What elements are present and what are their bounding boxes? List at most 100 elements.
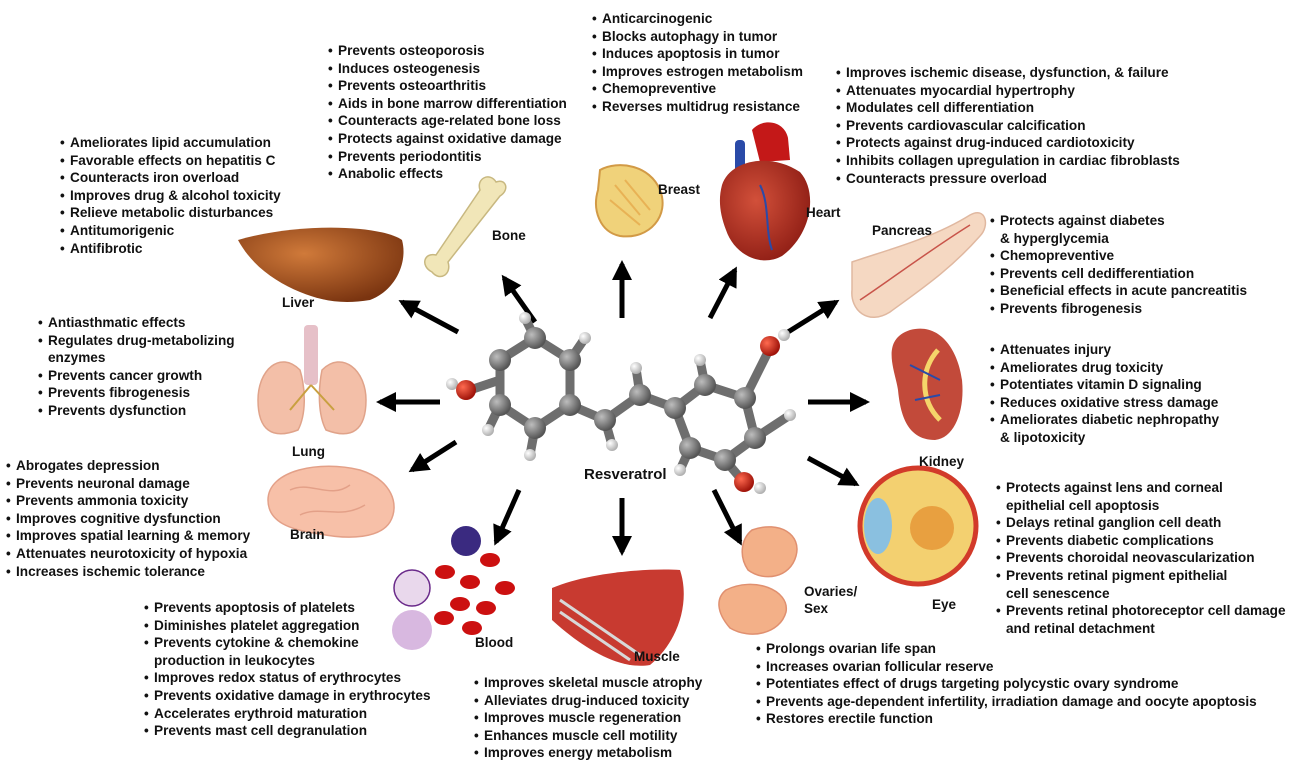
list-item: Prevents dysfunction — [38, 402, 235, 420]
kidney-label: Kidney — [919, 454, 964, 469]
arrow-pancreas — [788, 302, 836, 332]
list-item: Abrogates depression — [6, 457, 250, 475]
list-item: Increases ischemic tolerance — [6, 563, 250, 581]
list-item: Induces apoptosis in tumor — [592, 45, 803, 63]
list-item-continuation: & hyperglycemia — [990, 230, 1247, 248]
list-item: Blocks autophagy in tumor — [592, 28, 803, 46]
list-item: Prevents diabetic complications — [996, 532, 1286, 550]
list-item: Prevents age-dependent infertility, irra… — [756, 693, 1257, 711]
list-item: Counteracts age-related bone loss — [328, 112, 567, 130]
list-item: Attenuates myocardial hypertrophy — [836, 82, 1180, 100]
list-item: Improves skeletal muscle atrophy — [474, 674, 702, 692]
list-item: Inhibits collagen upregulation in cardia… — [836, 152, 1180, 170]
list-item: Improves redox status of erythrocytes — [144, 669, 431, 687]
bone-effects: Prevents osteoporosis Induces osteogenes… — [328, 42, 567, 183]
list-item: Attenuates neurotoxicity of hypoxia — [6, 545, 250, 563]
list-item: Improves spatial learning & memory — [6, 527, 250, 545]
list-item: Modulates cell differentiation — [836, 99, 1180, 117]
ovaries-label-line1: Ovaries/ — [804, 583, 857, 600]
list-item: Antitumorigenic — [60, 222, 281, 240]
list-item: Prevents osteoporosis — [328, 42, 567, 60]
liver-label: Liver — [282, 295, 314, 310]
arrow-eye — [808, 458, 856, 484]
list-item: Diminishes platelet aggregation — [144, 617, 431, 635]
lung-effects: Antiasthmatic effects Regulates drug-met… — [38, 314, 235, 420]
arrow-heart — [710, 270, 735, 318]
list-item: Improves energy metabolism — [474, 744, 702, 762]
list-item: Counteracts iron overload — [60, 169, 281, 187]
arrow-brain — [412, 442, 456, 470]
list-item: Chemopreventive — [990, 247, 1247, 265]
list-item: Favorable effects on hepatitis C — [60, 152, 281, 170]
list-item: Prevents apoptosis of platelets — [144, 599, 431, 617]
list-item: Prevents cytokine & chemokine — [144, 634, 431, 652]
ovaries-label: Ovaries/ Sex — [804, 583, 857, 617]
list-item: Prevents choroidal neovascularization — [996, 549, 1286, 567]
list-item: Aids in bone marrow differentiation — [328, 95, 567, 113]
list-item: Prevents periodontitis — [328, 148, 567, 166]
bone-image — [425, 177, 506, 277]
liver-effects: Ameliorates lipid accumulation Favorable… — [60, 134, 281, 257]
breast-label: Breast — [658, 182, 700, 197]
list-item: Delays retinal ganglion cell death — [996, 514, 1286, 532]
list-item: Prevents mast cell degranulation — [144, 722, 431, 740]
list-item: Protects against drug-induced cardiotoxi… — [836, 134, 1180, 152]
brain-label: Brain — [290, 527, 325, 542]
heart-image — [720, 122, 810, 260]
list-item: Regulates drug-metabolizing — [38, 332, 235, 350]
list-item: Prevents cell dedifferentiation — [990, 265, 1247, 283]
blood-effects: Prevents apoptosis of platelets Diminish… — [144, 599, 431, 740]
list-item: Protects against diabetes — [990, 212, 1247, 230]
list-item: Antifibrotic — [60, 240, 281, 258]
brain-image — [268, 466, 394, 537]
pancreas-label: Pancreas — [872, 223, 932, 238]
list-item-continuation: & lipotoxicity — [990, 429, 1219, 447]
list-item-continuation: enzymes — [38, 349, 235, 367]
list-item: Anabolic effects — [328, 165, 567, 183]
list-item: Prolongs ovarian life span — [756, 640, 1257, 658]
kidney-image — [892, 329, 963, 440]
kidney-effects: Attenuates injury Ameliorates drug toxic… — [990, 341, 1219, 447]
list-item: Improves muscle regeneration — [474, 709, 702, 727]
list-item: Improves ischemic disease, dysfunction, … — [836, 64, 1180, 82]
pancreas-effects: Protects against diabetes & hyperglycemi… — [990, 212, 1247, 318]
center-label: Resveratrol — [584, 466, 667, 483]
eye-effects: Protects against lens and corneal epithe… — [996, 479, 1286, 637]
muscle-label: Muscle — [634, 649, 680, 664]
list-item: Prevents retinal photoreceptor cell dama… — [996, 602, 1286, 620]
lung-image — [258, 325, 366, 434]
lung-label: Lung — [292, 444, 325, 459]
list-item: Reduces oxidative stress damage — [990, 394, 1219, 412]
ovaries-image — [719, 527, 797, 634]
list-item: Prevents fibrogenesis — [990, 300, 1247, 318]
list-item: Counteracts pressure overload — [836, 170, 1180, 188]
breast-effects: Anticarcinogenic Blocks autophagy in tum… — [592, 10, 803, 116]
list-item: Improves drug & alcohol toxicity — [60, 187, 281, 205]
list-item: Induces osteogenesis — [328, 60, 567, 78]
list-item: Antiasthmatic effects — [38, 314, 235, 332]
list-item: Protects against lens and corneal — [996, 479, 1286, 497]
brain-effects: Abrogates depression Prevents neuronal d… — [6, 457, 250, 580]
list-item: Anticarcinogenic — [592, 10, 803, 28]
list-item: Relieve metabolic disturbances — [60, 204, 281, 222]
list-item: Restores erectile function — [756, 710, 1257, 728]
list-item-continuation: production in leukocytes — [144, 652, 431, 670]
list-item: Beneficial effects in acute pancreatitis — [990, 282, 1247, 300]
list-item: Prevents oxidative damage in erythrocyte… — [144, 687, 431, 705]
eye-label: Eye — [932, 597, 956, 612]
list-item: Chemopreventive — [592, 80, 803, 98]
eye-image — [860, 468, 976, 584]
muscle-effects: Improves skeletal muscle atrophy Allevia… — [474, 674, 702, 762]
list-item: Increases ovarian follicular reserve — [756, 658, 1257, 676]
list-item: Prevents retinal pigment epithelial — [996, 567, 1286, 585]
list-item-continuation: and retinal detachment — [996, 620, 1286, 638]
heart-effects: Improves ischemic disease, dysfunction, … — [836, 64, 1180, 187]
list-item: Enhances muscle cell motility — [474, 727, 702, 745]
blood-label: Blood — [475, 635, 513, 650]
list-item: Protects against oxidative damage — [328, 130, 567, 148]
list-item-continuation: cell senescence — [996, 585, 1286, 603]
list-item: Prevents fibrogenesis — [38, 384, 235, 402]
list-item: Ameliorates drug toxicity — [990, 359, 1219, 377]
list-item: Ameliorates diabetic nephropathy — [990, 411, 1219, 429]
